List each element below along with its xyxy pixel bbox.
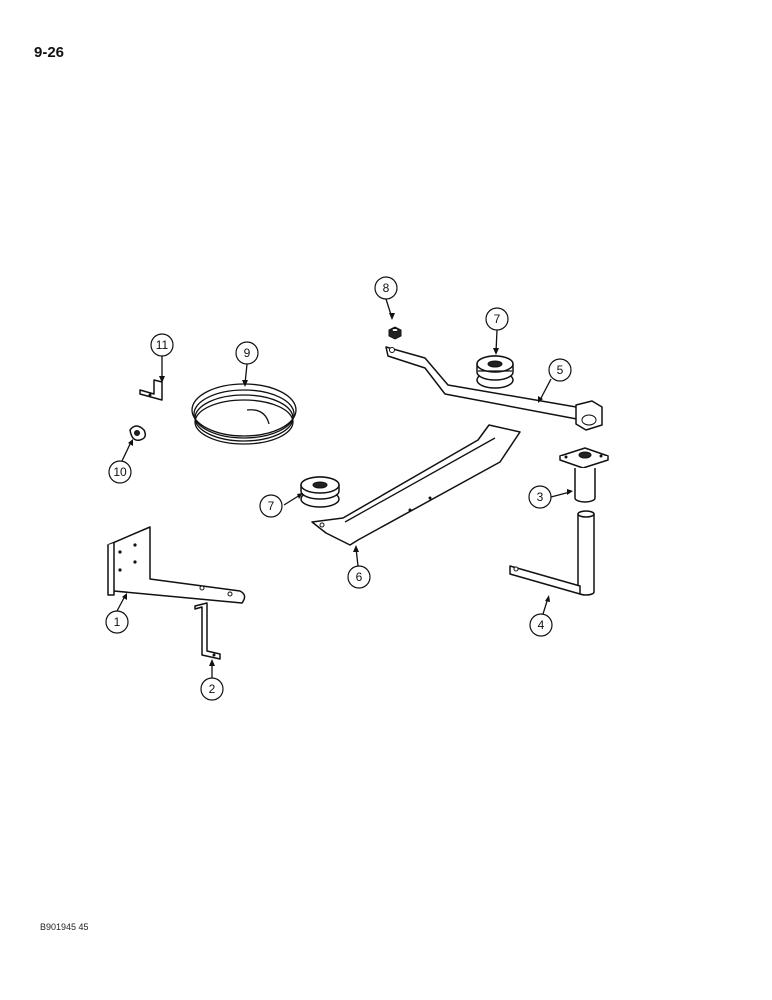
- part-7-lower-pulley: [300, 476, 340, 508]
- callout-10-label: 10: [113, 465, 127, 479]
- callout-1-label: 1: [114, 615, 121, 629]
- callout-11: 11: [150, 333, 174, 357]
- part-5-upper-arm: [385, 346, 603, 431]
- part-3-flanged-bushing: [559, 447, 609, 503]
- callout-7-lower-label: 7: [268, 499, 275, 513]
- callout-11-label: 11: [156, 338, 169, 352]
- part-8-nut: [388, 326, 402, 340]
- callout-5-label: 5: [557, 363, 564, 377]
- callout-1: 1: [105, 610, 129, 634]
- callout-7-upper: 7: [485, 307, 509, 331]
- part-7-upper-pulley: [476, 355, 514, 389]
- callout-9-label: 9: [244, 346, 251, 360]
- part-1-bracket: [107, 526, 246, 604]
- figure-code: B901945 45: [40, 922, 89, 932]
- callout-7-lower: 7: [259, 494, 283, 518]
- part-9-coiled-tube: [191, 383, 297, 445]
- callout-6-label: 6: [356, 570, 363, 584]
- callout-2: 2: [200, 677, 224, 701]
- callout-6: 6: [347, 565, 371, 589]
- part-6-lower-arm: [311, 424, 521, 546]
- callout-7-upper-label: 7: [494, 312, 501, 326]
- callout-10: 10: [108, 460, 132, 484]
- callout-8-label: 8: [383, 281, 390, 295]
- callout-5: 5: [548, 358, 572, 382]
- callout-9: 9: [235, 341, 259, 365]
- callout-3: 3: [528, 485, 552, 509]
- callout-8: 8: [374, 276, 398, 300]
- callout-3-label: 3: [537, 490, 544, 504]
- callout-4-label: 4: [538, 618, 545, 632]
- part-11-bracket: [139, 379, 163, 401]
- callout-4: 4: [529, 613, 553, 637]
- part-10-clip: [129, 425, 147, 442]
- part-4-shaft-arm: [509, 510, 595, 596]
- callout-2-label: 2: [209, 682, 216, 696]
- leader-lines: [116, 298, 573, 678]
- part-2-hanger-strap: [194, 602, 221, 660]
- page-number: 9-26: [34, 44, 65, 61]
